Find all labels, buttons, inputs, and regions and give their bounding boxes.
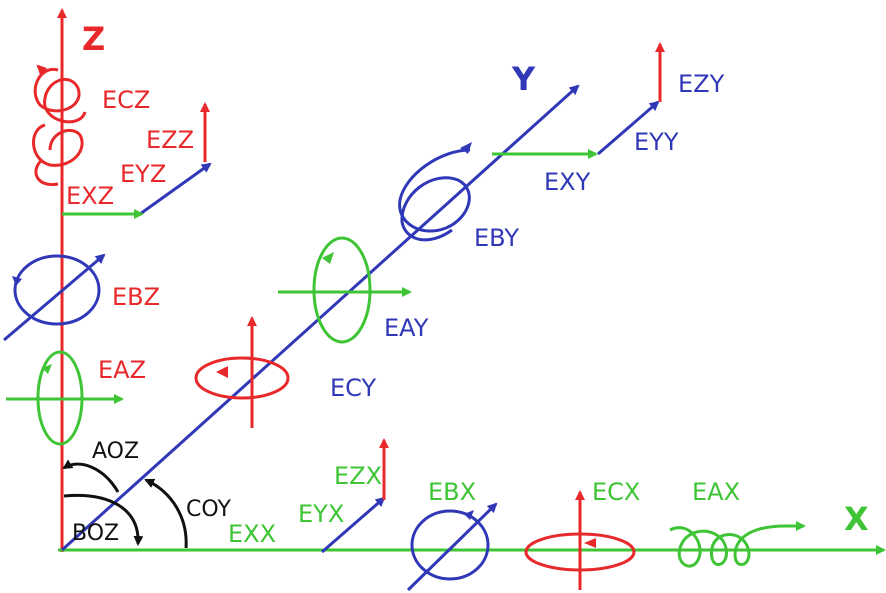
label-ecz: ECZ [102, 86, 150, 114]
z-axis-label: Z [82, 20, 105, 58]
eay-rotation-icon [278, 236, 412, 344]
label-eyy: EYY [634, 128, 679, 156]
label-ezx: EZX [334, 462, 382, 490]
label-ecy: ECY [330, 374, 377, 402]
ecx-rotation-icon [524, 490, 636, 590]
label-exz: EXZ [66, 182, 114, 210]
label-eay: EAY [384, 314, 429, 342]
eax-rotation-icon [669, 521, 806, 568]
label-eyz: EYZ [120, 160, 166, 188]
eyx-arrow [321, 496, 386, 554]
label-exy: EXY [544, 168, 591, 196]
label-ezy: EZY [678, 70, 725, 98]
boz-angle-arc [63, 493, 144, 546]
label-exx: EXX [228, 520, 276, 548]
label-eyx: EYX [298, 500, 344, 528]
ebz-rotation-icon [3, 253, 106, 342]
label-eby: EBY [474, 224, 519, 252]
ecz-rotation-icon [32, 64, 87, 187]
y-axis-label: Y [511, 60, 536, 98]
coy-angle-arc [144, 478, 188, 549]
label-eaz: EAZ [98, 356, 146, 384]
eaz-rotation-icon [6, 350, 124, 446]
aoz-angle-arc [62, 459, 120, 493]
ecy-rotation-icon [194, 316, 290, 428]
label-boz: BOZ [72, 521, 119, 546]
label-aoz: AOZ [92, 439, 139, 464]
label-ebz: EBZ [112, 283, 160, 311]
eyy-arrow [597, 100, 660, 156]
eyz-arrow [139, 162, 212, 216]
eby-rotation-icon [398, 142, 472, 242]
ebx-rotation-icon [406, 502, 498, 592]
label-ezz: EZZ [146, 126, 194, 154]
label-ebx: EBX [428, 478, 476, 506]
y-axis [60, 84, 580, 552]
label-eax: EAX [692, 478, 740, 506]
label-ecx: ECX [592, 478, 640, 506]
x-axis-label: X [844, 500, 869, 538]
label-coy: COY [186, 497, 231, 522]
